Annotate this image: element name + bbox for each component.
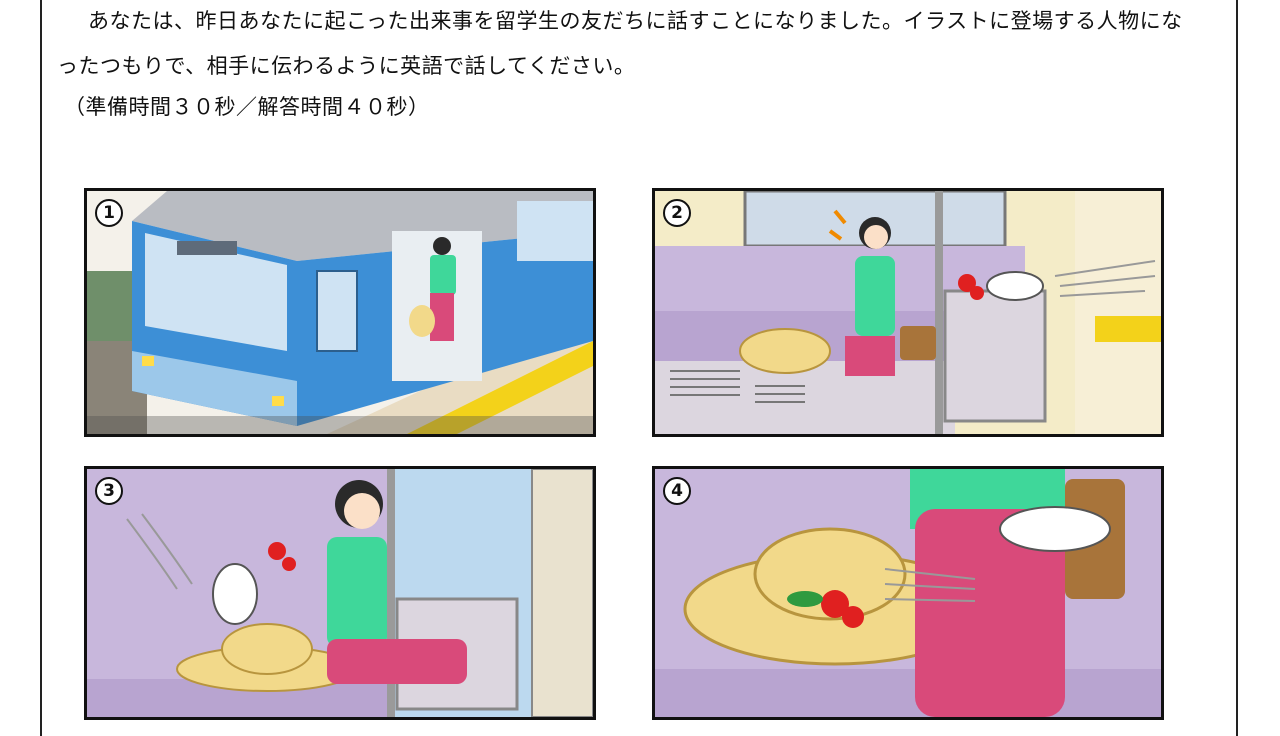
- illustration-panel-2: 2: [652, 188, 1164, 437]
- dove-with-flower-scene-icon: [655, 191, 1161, 434]
- page-frame: [40, 0, 1238, 736]
- illustration-panel-1: 1: [84, 188, 596, 437]
- dove-on-hat-scene-icon: [87, 469, 593, 717]
- instruction-line-2: ったつもりで、相手に伝わるように英語で話してください。: [57, 54, 636, 78]
- panel-number-1: 1: [95, 199, 123, 227]
- illustration-panel-3: 3: [84, 466, 596, 720]
- hat-left-behind-scene-icon: [655, 469, 1161, 717]
- panel-number-2: 2: [663, 199, 691, 227]
- illustration-panel-4: 4: [652, 466, 1164, 720]
- instruction-line-1: あなたは、昨日あなたに起こった出来事を留学生の友だちに話すことになりました。イラ…: [88, 9, 1183, 33]
- panel-number-3: 3: [95, 477, 123, 505]
- instruction-time-limits: （準備時間３０秒／解答時間４０秒）: [64, 95, 430, 119]
- panel-number-4: 4: [663, 477, 691, 505]
- train-boarding-scene-icon: [87, 191, 593, 434]
